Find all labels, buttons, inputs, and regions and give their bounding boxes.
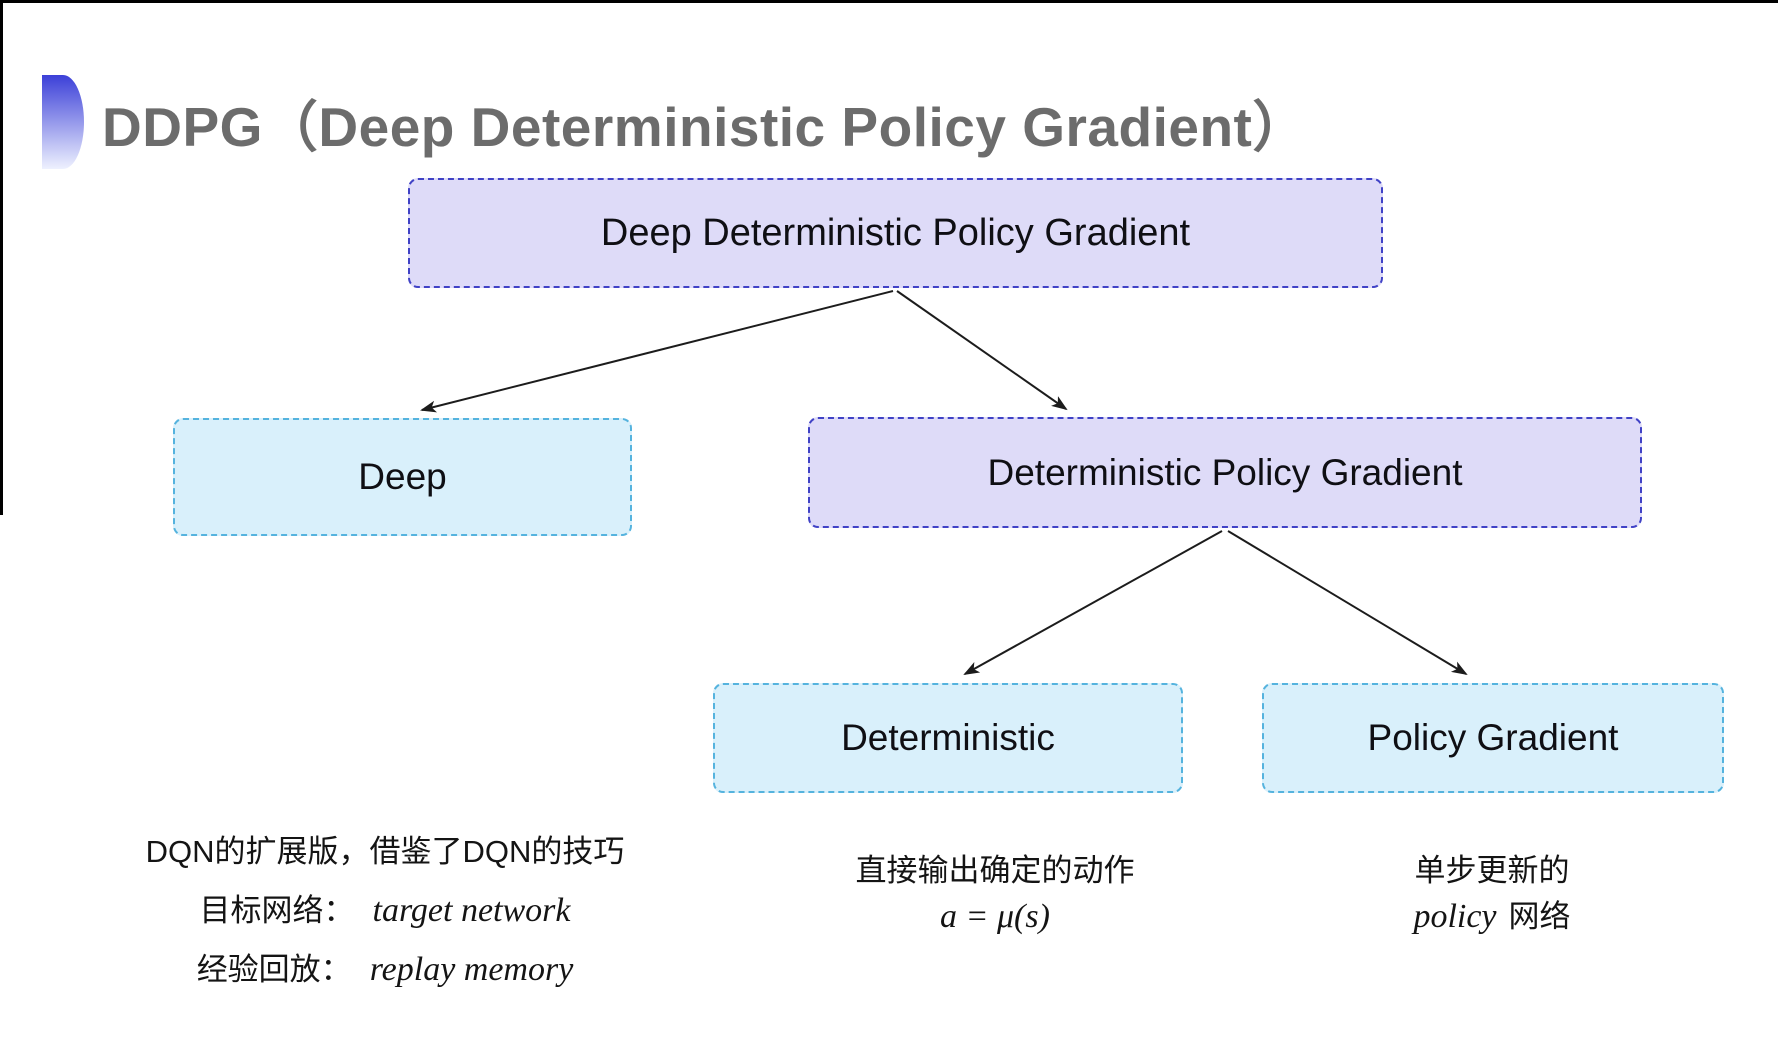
note-deep-line3-en: replay memory (369, 951, 574, 988)
arrow-root-to-dpg (896, 290, 1068, 411)
node-deterministic: Deterministic (713, 683, 1183, 793)
node-label: Deterministic Policy Gradient (987, 451, 1463, 493)
note-policy-gradient: 单步更新的 policy 网络 (1292, 848, 1692, 940)
title-bullet-icon (42, 75, 84, 169)
arrow-root-to-deep (420, 290, 894, 413)
page-title: DDPG（Deep Deterministic Policy Gradient） (102, 96, 1308, 158)
node-label: Deterministic (841, 717, 1055, 758)
note-deep-line1: DQN的扩展版，借鉴了DQN的技巧 (145, 834, 625, 869)
note-deep-line2-en: target network (372, 892, 571, 929)
node-policy-gradient: Policy Gradient (1262, 683, 1724, 793)
node-deterministic-policy-gradient: Deterministic Policy Gradient (808, 417, 1642, 528)
note-deep-line2-zh: 目标网络： (199, 893, 355, 928)
title-bar: DDPG（Deep Deterministic Policy Gradient） (42, 74, 1308, 170)
arrow-dpg-to-policy-gradient (1227, 530, 1468, 676)
arrow-dpg-to-deterministic (963, 530, 1223, 675)
note-deep-line2: 目标网络： target network (120, 881, 650, 940)
note-policy-gradient-line2: policy 网络 (1292, 894, 1692, 940)
note-deterministic-formula: a = μ(s) (940, 898, 1050, 935)
note-deep-line3-zh: 经验回放： (196, 952, 352, 987)
note-deterministic-line1: 直接输出确定的动作 (855, 853, 1135, 888)
node-deep: Deep (173, 418, 632, 536)
node-deep-deterministic-policy-gradient: Deep Deterministic Policy Gradient (408, 178, 1383, 288)
note-deep-line3: 经验回放： replay memory (120, 940, 650, 999)
note-deep: DQN的扩展版，借鉴了DQN的技巧 目标网络： target network 经验… (120, 822, 650, 999)
node-label: Deep Deterministic Policy Gradient (600, 211, 1191, 254)
note-policy-gradient-line2-en: policy (1413, 898, 1497, 935)
note-deterministic: 直接输出确定的动作 a = μ(s) (795, 848, 1195, 940)
top-border-line (0, 0, 1778, 3)
note-policy-gradient-line2-zh: 网络 (1508, 899, 1571, 934)
left-border-line (0, 0, 3, 515)
note-policy-gradient-line1: 单步更新的 (1414, 853, 1570, 888)
node-label: Deep (358, 456, 447, 497)
node-label: Policy Gradient (1367, 717, 1619, 758)
